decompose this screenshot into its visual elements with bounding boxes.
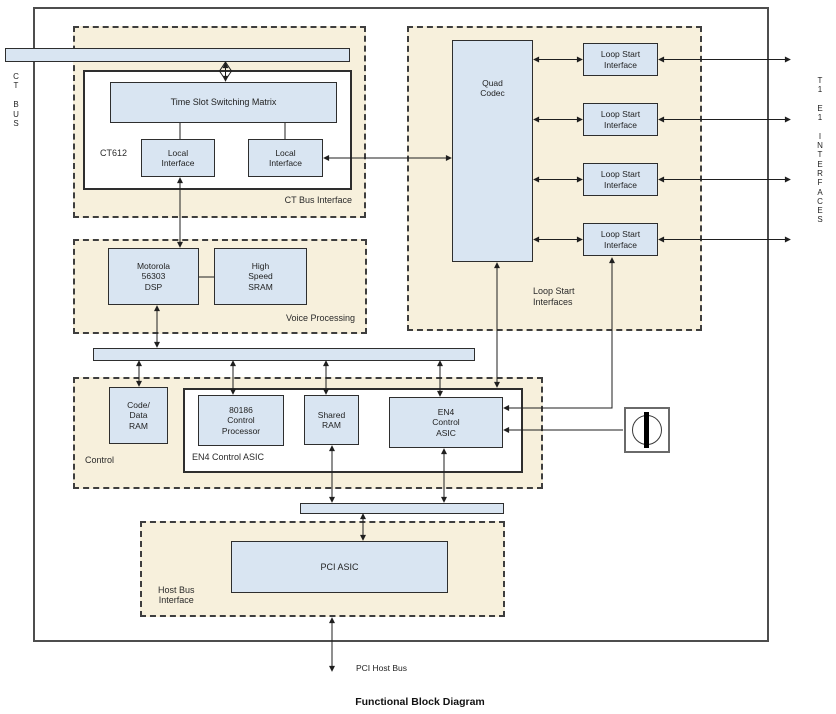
board-outline — [33, 7, 769, 642]
oscillator-bar-icon — [644, 412, 649, 448]
shared-ram-block: Shared RAM — [304, 395, 359, 445]
en4-asic-container-label: EN4 Control ASIC — [192, 452, 265, 463]
section-label-voice-processing: Voice Processing — [285, 313, 355, 324]
oscillator-icon — [624, 407, 670, 453]
diagram-title: Functional Block Diagram — [355, 696, 485, 708]
code-data-ram-block: Code/ Data RAM — [109, 387, 168, 444]
section-label-control: Control — [85, 455, 115, 466]
local-bus-bar — [93, 348, 475, 361]
en4-control-asic-block: EN4 Control ASIC — [389, 397, 503, 448]
loop-start-interface-4-block: Loop Start Interface — [583, 223, 658, 256]
section-label-host-bus-interface: Host Bus Interface — [158, 584, 195, 606]
section-label-loop-start-interfaces: Loop Start Interfaces — [533, 286, 575, 307]
motorola-dsp-block: Motorola 56303 DSP — [108, 248, 199, 305]
t1-e1-interfaces-label: T 1 E 1 I N T E R F A C E S — [817, 76, 823, 225]
pci-host-bus-label: PCI Host Bus — [356, 663, 408, 673]
ct612-label: CT612 — [100, 148, 128, 158]
ct-bus-bar — [5, 48, 350, 62]
ct-bus-label: C T B U S — [13, 72, 19, 129]
80186-processor-block: 80186 Control Processor — [198, 395, 284, 446]
section-label-ct-bus-interface: CT Bus Interface — [284, 195, 352, 206]
local-interface-left-block: Local Interface — [141, 139, 215, 177]
loop-start-interface-2-block: Loop Start Interface — [583, 103, 658, 136]
local-interface-right-block: Local Interface — [248, 139, 323, 177]
time-slot-switching-matrix-block: Time Slot Switching Matrix — [110, 82, 337, 123]
loop-start-interface-3-block: Loop Start Interface — [583, 163, 658, 196]
pci-asic-block: PCI ASIC — [231, 541, 448, 593]
high-speed-sram-block: High Speed SRAM — [214, 248, 307, 305]
loop-start-interface-1-block: Loop Start Interface — [583, 43, 658, 76]
quad-codec-block: Quad Codec — [452, 40, 533, 262]
host-bus-bar — [300, 503, 504, 514]
